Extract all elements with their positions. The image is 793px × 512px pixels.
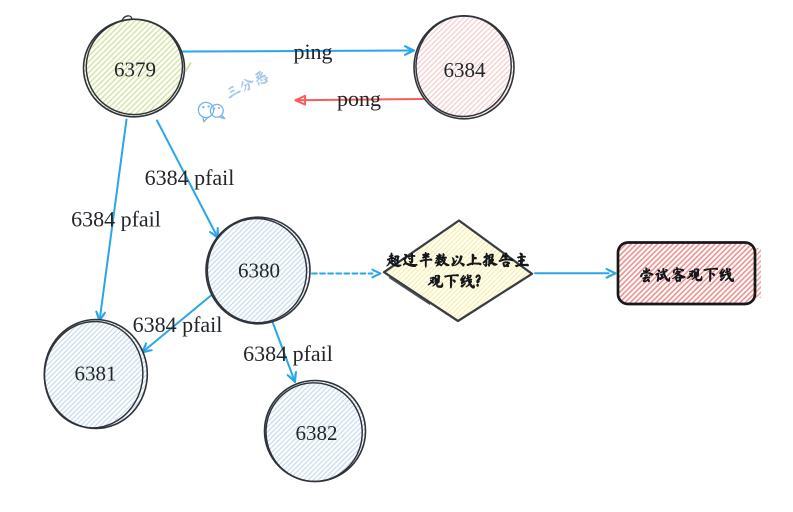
svg-text:6384 pfail: 6384 pfail [243,341,333,366]
svg-text:6384 pfail: 6384 pfail [133,312,223,337]
svg-text:6380: 6380 [238,259,280,283]
svg-text:6384: 6384 [444,58,487,82]
svg-text:ping: ping [293,39,332,64]
svg-text:6379: 6379 [114,58,156,82]
svg-text:6384 pfail: 6384 pfail [145,165,235,190]
svg-text:6384 pfail: 6384 pfail [71,207,161,232]
svg-text:pong: pong [337,86,381,111]
svg-text:6382: 6382 [296,421,338,445]
svg-text:6381: 6381 [75,362,117,386]
